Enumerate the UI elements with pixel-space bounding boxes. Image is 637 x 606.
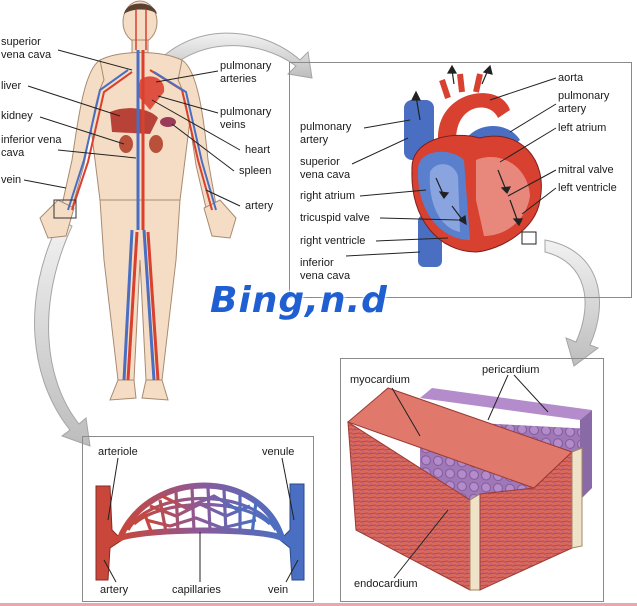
label-right-ventricle: right ventricle [300, 235, 366, 247]
bottom-border [0, 603, 637, 606]
body-leader-lines [23, 49, 241, 207]
label-inferior-vena-cava-heart: inferior vena cava [300, 257, 351, 282]
capillary-bed [95, 482, 305, 581]
label-endocardium: endocardium [354, 578, 418, 590]
label-venule: venule [262, 446, 295, 458]
label-pulmonary-artery-right: pulmonary artery [558, 90, 610, 115]
arrow-heart-to-tissue [544, 239, 601, 367]
label-left-ventricle: left ventricle [558, 182, 617, 194]
liver-organ [110, 108, 158, 134]
hand-highlight-box [53, 199, 77, 219]
flow-arrows [34, 32, 601, 447]
label-pulmonary-arteries: pulmonary arteries [220, 60, 272, 85]
heart-organ [138, 76, 165, 110]
label-inferior-vena-cava: inferior vena cava [1, 134, 62, 159]
arrow-body-to-capillaries [34, 219, 91, 447]
label-artery-body: artery [245, 200, 274, 212]
label-mitral-valve: mitral valve [558, 164, 614, 176]
tissue-leader-lines [391, 374, 549, 579]
label-left-atrium: left atrium [558, 122, 607, 134]
label-vein-capillary: vein [268, 584, 289, 596]
watermark-text: Bing,n.d [210, 280, 388, 321]
label-pulmonary-artery-left: pulmonary artery [300, 121, 352, 146]
label-artery-capillary: artery [100, 584, 129, 596]
label-tricuspid-valve: tricuspid valve [300, 212, 370, 224]
label-spleen: spleen [239, 165, 272, 177]
label-superior-vena-cava: superior vena cava [1, 36, 52, 61]
label-arteriole: arteriole [98, 446, 138, 458]
human-body-figure [39, 0, 237, 401]
capillary-leader-lines [103, 457, 299, 583]
label-superior-vena-cava-heart: superior vena cava [300, 156, 351, 181]
label-kidney: kidney [1, 110, 33, 122]
label-pericardium: pericardium [482, 364, 540, 376]
label-right-atrium: right atrium [300, 190, 356, 202]
capillary-panel [82, 436, 314, 602]
tissue-panel [340, 358, 604, 602]
label-capillaries: capillaries [172, 584, 221, 596]
heart-leader-lines [345, 77, 557, 257]
label-vein: vein [1, 174, 22, 186]
label-aorta: aorta [558, 72, 584, 84]
label-liver: liver [1, 80, 22, 92]
tissue-block [347, 387, 592, 591]
arrow-body-to-heart [149, 32, 313, 79]
label-pulmonary-veins: pulmonary veins [220, 106, 272, 131]
label-heart: heart [245, 144, 271, 156]
heart-wall-highlight-box [521, 231, 537, 245]
label-myocardium: myocardium [350, 374, 410, 386]
heart-panel [289, 62, 632, 298]
heart-cross-section [404, 64, 542, 267]
